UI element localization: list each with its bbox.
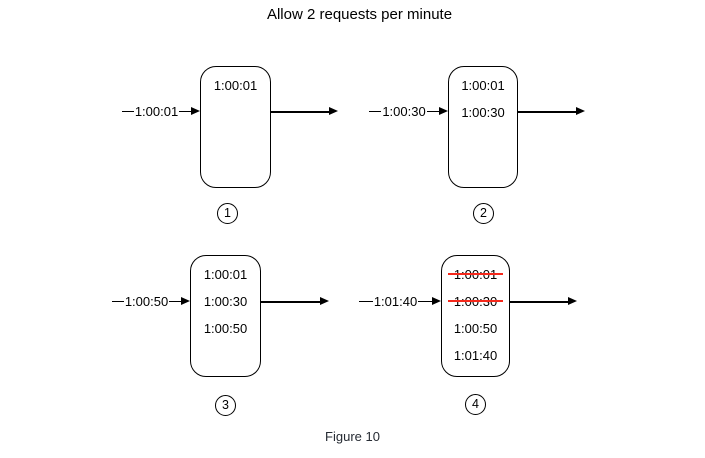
- log-entry: 1:00:30: [442, 288, 509, 315]
- log-entry-time: 1:01:40: [453, 348, 498, 363]
- outgoing-arrowhead-icon: [329, 107, 338, 115]
- step-number-badge: 4: [465, 394, 486, 415]
- log-entry-time: 1:00:30: [461, 105, 505, 120]
- log-entry-time: 1:00:01: [213, 78, 258, 93]
- incoming-arrow: 1:00:30: [369, 103, 439, 120]
- incoming-arrowhead-icon: [191, 107, 200, 115]
- step-number-badge: 2: [473, 203, 494, 224]
- step-number-badge: 1: [217, 203, 238, 224]
- step-number-badge: 3: [215, 395, 236, 416]
- incoming-request: 1:00:50: [112, 293, 181, 310]
- outgoing-arrow-line: [518, 111, 576, 113]
- outgoing-arrow-line: [271, 111, 329, 113]
- log-entry-time: 1:00:01: [203, 267, 248, 282]
- outgoing-arrowhead-icon: [576, 107, 585, 115]
- log-window-box: 1:00:01 1:00:30: [448, 66, 518, 188]
- incoming-arrow: 1:00:01: [122, 103, 191, 120]
- incoming-request: 1:01:40: [359, 293, 432, 310]
- log-entry: 1:00:01: [449, 72, 517, 99]
- log-entry: 1:00:01: [191, 261, 260, 288]
- log-entry-time: 1:00:01: [461, 78, 505, 93]
- outgoing-arrowhead-icon: [568, 297, 577, 305]
- log-entry-time: 1:00:50: [453, 321, 498, 336]
- outgoing-arrow-line: [261, 301, 320, 303]
- incoming-request: 1:00:01: [122, 103, 191, 120]
- incoming-request-label: 1:00:50: [123, 294, 170, 309]
- incoming-arrow: 1:01:40: [359, 293, 432, 310]
- log-entry: 1:00:30: [191, 288, 260, 315]
- log-entry-time: 1:00:50: [203, 321, 248, 336]
- incoming-arrowhead-icon: [432, 297, 441, 305]
- log-entry: 1:00:01: [201, 72, 270, 99]
- incoming-arrow: 1:00:50: [112, 293, 181, 310]
- incoming-request: 1:00:30: [369, 103, 439, 120]
- log-window-box: 1:00:01 1:00:30 1:00:50: [190, 255, 261, 377]
- incoming-request-label: 1:00:30: [381, 104, 427, 119]
- log-entry: 1:00:01: [442, 261, 509, 288]
- log-entry: 1:00:50: [191, 315, 260, 342]
- log-entry-time: 1:00:30: [203, 294, 248, 309]
- log-entry: 1:00:50: [442, 315, 509, 342]
- log-window-box: 1:00:01 1:00:30 1:00:50 1:01:40: [441, 255, 510, 377]
- incoming-arrowhead-icon: [181, 297, 190, 305]
- log-entry-time-rejected: 1:00:01: [447, 261, 504, 288]
- log-window-box: 1:00:01: [200, 66, 271, 188]
- incoming-arrowhead-icon: [439, 107, 448, 115]
- incoming-request-label: 1:01:40: [372, 294, 419, 309]
- outgoing-arrowhead-icon: [320, 297, 329, 305]
- log-entry-time-rejected: 1:00:30: [447, 288, 504, 315]
- figure-caption: Figure 10: [325, 429, 380, 444]
- diagram-title: Allow 2 requests per minute: [266, 6, 453, 23]
- incoming-request-label: 1:00:01: [133, 104, 180, 119]
- log-entry: 1:00:30: [449, 99, 517, 126]
- log-entry: 1:01:40: [442, 342, 509, 369]
- outgoing-arrow-line: [510, 301, 568, 303]
